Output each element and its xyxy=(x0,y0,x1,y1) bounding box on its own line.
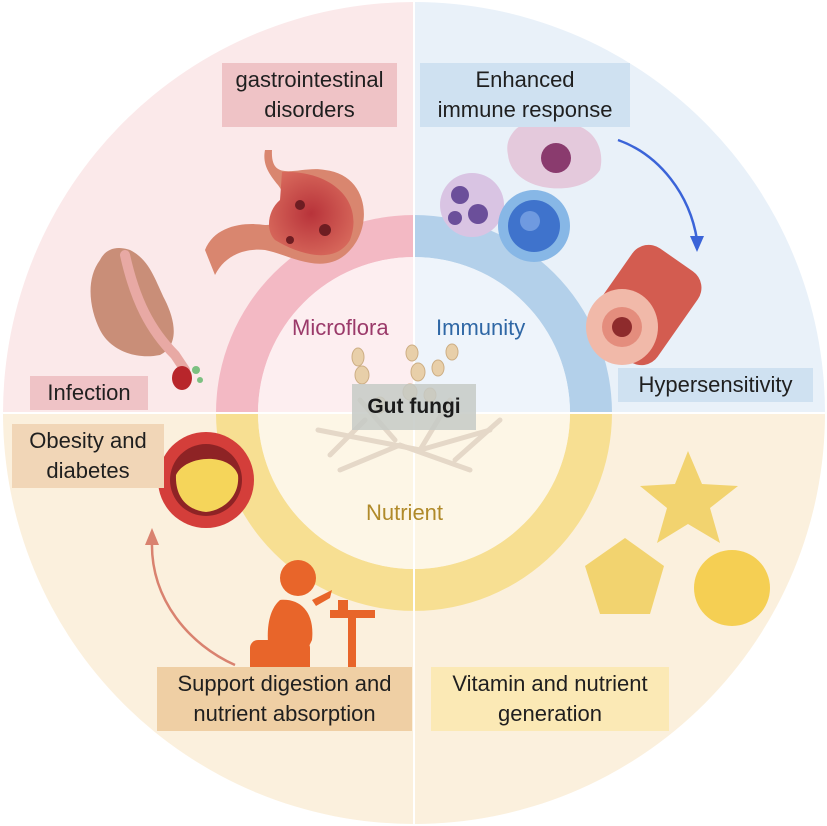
label-hypersensitivity: Hypersensitivity xyxy=(618,368,813,402)
label-gastrointestinal-disorders: gastrointestinal disorders xyxy=(222,63,397,127)
nutrient-shapes-icon xyxy=(585,451,770,626)
label-obesity-diabetes: Obesity and diabetes xyxy=(12,424,164,488)
label-support-digestion: Support digestion and nutrient absorptio… xyxy=(157,667,412,731)
label-line: generation xyxy=(498,701,602,726)
label-line: Vitamin and nutrient xyxy=(452,671,648,696)
arrow-head xyxy=(145,528,159,545)
label-line: Enhanced xyxy=(475,67,575,92)
person-eating-icon xyxy=(250,560,375,676)
intestine-icon xyxy=(90,248,203,390)
label-line: Obesity and xyxy=(29,428,147,453)
digestion-arrow xyxy=(150,539,236,667)
label-line: gastrointestinal xyxy=(235,67,384,92)
immune-arrow xyxy=(617,138,699,241)
stomach-icon xyxy=(205,150,364,275)
sector-label-nutrient: Nutrient xyxy=(366,500,444,525)
label-line: Support digestion and xyxy=(177,671,392,696)
sector-label-microflora: Microflora xyxy=(292,315,389,340)
center-title: Gut fungi xyxy=(352,384,476,430)
label-vitamin-nutrient: Vitamin and nutrient generation xyxy=(431,667,669,731)
artery-plaque-icon xyxy=(158,432,254,528)
immune-cells-icon xyxy=(440,119,602,262)
label-line: disorders xyxy=(264,97,355,122)
airway-tissue-icon xyxy=(586,244,702,366)
label-enhanced-immune-response: Enhanced immune response xyxy=(420,63,630,127)
label-infection: Infection xyxy=(30,376,148,410)
label-line: diabetes xyxy=(46,458,130,483)
sector-label-immunity: Immunity xyxy=(436,315,526,340)
label-line: immune response xyxy=(437,97,613,122)
arrow-head xyxy=(690,236,704,252)
label-line: nutrient absorption xyxy=(193,701,376,726)
